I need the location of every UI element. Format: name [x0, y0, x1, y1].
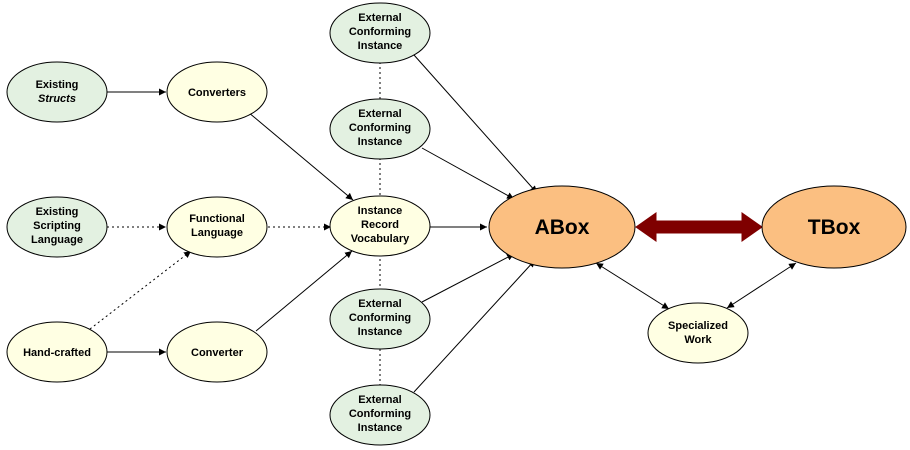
node-external-4-label-2: Conforming [349, 408, 411, 420]
abox-tbox-bidirectional-arrow [635, 212, 763, 242]
edge-external-1-to-abox [413, 54, 538, 194]
node-external-2-label-2: Conforming [349, 122, 411, 134]
node-existing-scripting-label-1: Existing [36, 206, 79, 218]
node-external-1-label-2: Conforming [349, 26, 411, 38]
node-existing-scripting-language: Existing Scripting Language [6, 196, 108, 258]
node-existing-structs-label-2: Structs [38, 93, 76, 105]
node-external-3-label-1: External [358, 298, 401, 310]
node-external-1-label-3: Instance [358, 40, 403, 52]
node-external-conforming-instance-2: External Conforming Instance [329, 98, 431, 160]
node-converter: Converter [166, 321, 268, 383]
edge-handcrafted-to-functional [89, 250, 192, 330]
edge-external-3-to-abox [421, 253, 515, 303]
node-existing-structs: Existing Structs [6, 61, 108, 123]
node-instance-record-label-3: Vocabulary [351, 233, 410, 245]
edge-external-2-to-abox [421, 147, 515, 200]
node-external-4-label-1: External [358, 394, 401, 406]
edge-external-4-to-abox [413, 259, 536, 393]
node-tbox-label: TBox [808, 216, 861, 239]
edge-converter-to-instance-record [255, 250, 353, 332]
node-external-conforming-instance-4: External Conforming Instance [329, 384, 431, 446]
edge-converters-to-instance-record [247, 111, 354, 201]
node-instance-record-vocabulary: Instance Record Vocabulary [329, 195, 431, 257]
node-abox-label: ABox [535, 216, 590, 239]
node-external-2-label-1: External [358, 108, 401, 120]
node-tbox: TBox [761, 185, 907, 269]
node-external-conforming-instance-3: External Conforming Instance [329, 288, 431, 350]
node-instance-record-label-2: Record [361, 219, 399, 231]
node-external-4-label-3: Instance [358, 422, 403, 434]
node-instance-record-label-1: Instance [358, 205, 403, 217]
node-external-3-label-3: Instance [358, 326, 403, 338]
node-hand-crafted: Hand-crafted [6, 321, 108, 383]
node-external-3-label-2: Conforming [349, 312, 411, 324]
node-external-2-label-3: Instance [358, 136, 403, 148]
node-existing-scripting-label-3: Language [31, 234, 83, 246]
node-existing-scripting-label-2: Scripting [33, 220, 81, 232]
node-specialized-work: Specialized Work [647, 302, 749, 364]
node-functional-language-label-1: Functional [189, 213, 245, 225]
node-converters-label: Converters [188, 87, 246, 99]
node-functional-language-label-2: Language [191, 227, 243, 239]
node-specialized-work-label-1: Specialized [668, 320, 728, 332]
node-converters: Converters [166, 61, 268, 123]
node-abox: ABox [488, 185, 636, 269]
edge-tbox-specialized-work [726, 262, 797, 309]
edge-abox-specialized-work [595, 262, 670, 310]
node-functional-language: Functional Language [166, 196, 268, 258]
node-hand-crafted-label: Hand-crafted [23, 347, 91, 359]
node-existing-structs-label-1: Existing [36, 79, 79, 91]
node-converter-label: Converter [191, 347, 244, 359]
node-external-1-label-1: External [358, 12, 401, 24]
node-external-conforming-instance-1: External Conforming Instance [329, 2, 431, 64]
node-specialized-work-label-2: Work [684, 334, 712, 346]
